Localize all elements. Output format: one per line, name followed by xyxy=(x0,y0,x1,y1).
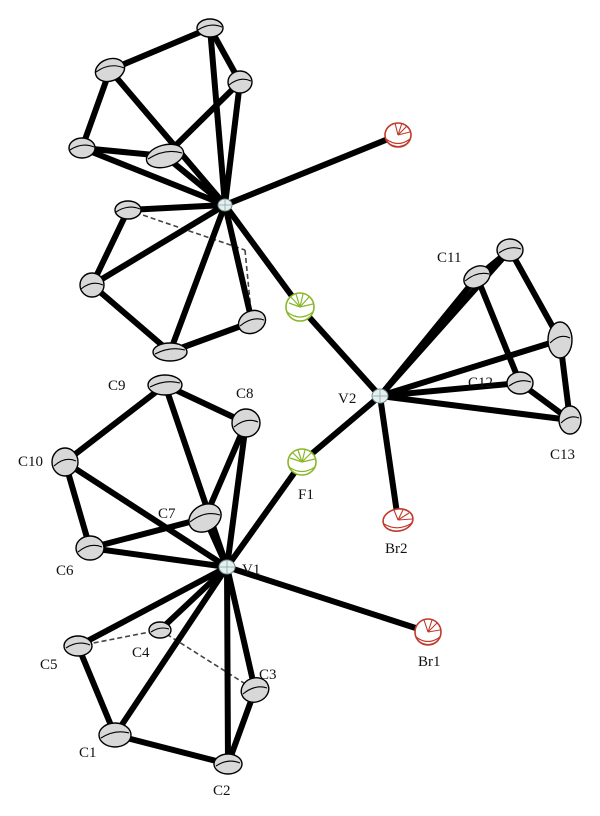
atom-br2 xyxy=(382,508,414,532)
atom-ca2 xyxy=(196,18,224,38)
atom-c9 xyxy=(147,374,183,396)
label-v1: V1 xyxy=(242,562,260,578)
label-c7: C7 xyxy=(158,506,176,522)
atom-ca1 xyxy=(94,57,126,83)
atom-f-top xyxy=(285,292,315,322)
atom-c1 xyxy=(98,722,132,748)
atom-c3 xyxy=(240,677,270,703)
label-c6: C6 xyxy=(56,563,74,579)
vanadium-atoms xyxy=(217,198,389,575)
atom-c12 xyxy=(506,371,534,395)
atom-cb1 xyxy=(114,200,142,220)
atom-v2 xyxy=(371,388,389,404)
atom-labels: C11 V2 C12 C13 C9 C8 C10 F1 C7 Br2 C6 V1… xyxy=(18,250,575,799)
label-c3: C3 xyxy=(259,667,277,683)
atom-c4 xyxy=(148,621,172,639)
atom-c8 xyxy=(231,408,261,438)
atom-c2 xyxy=(213,753,243,775)
atom-cb2 xyxy=(79,272,105,298)
atom-c5 xyxy=(63,635,93,657)
label-c5: C5 xyxy=(40,657,58,673)
atom-br1 xyxy=(414,618,442,646)
atom-c7 xyxy=(188,503,222,533)
atom-cr2 xyxy=(496,238,524,262)
atom-f1 xyxy=(287,448,317,476)
label-br2: Br2 xyxy=(385,541,408,557)
label-c10: C10 xyxy=(18,454,43,470)
atom-ca5 xyxy=(145,143,185,169)
atom-v1 xyxy=(218,559,236,575)
label-f1: F1 xyxy=(298,487,314,503)
atom-c13 xyxy=(558,405,582,435)
label-c2: C2 xyxy=(213,783,231,799)
atom-c10 xyxy=(51,447,79,477)
label-c12: C12 xyxy=(468,375,493,391)
label-c13: C13 xyxy=(550,447,575,463)
bromine-atoms xyxy=(382,122,442,646)
atom-c6 xyxy=(75,535,105,561)
atom-cb3 xyxy=(152,342,188,362)
label-c4: C4 xyxy=(132,645,150,661)
fluorine-atoms xyxy=(285,292,317,476)
atom-ca3 xyxy=(227,70,253,94)
atom-v3 xyxy=(217,198,233,212)
carbon-atoms xyxy=(51,18,582,775)
atom-br-top xyxy=(384,122,412,148)
atom-c11 xyxy=(463,265,491,289)
label-c8: C8 xyxy=(236,386,254,402)
atom-cr3 xyxy=(547,321,573,359)
label-c1: C1 xyxy=(79,745,97,761)
label-v2: V2 xyxy=(338,391,356,407)
label-br1: Br1 xyxy=(418,654,441,670)
label-c11: C11 xyxy=(437,250,461,266)
atom-ca4 xyxy=(68,137,96,159)
atom-cb4 xyxy=(237,309,267,335)
label-c9: C9 xyxy=(108,378,126,394)
